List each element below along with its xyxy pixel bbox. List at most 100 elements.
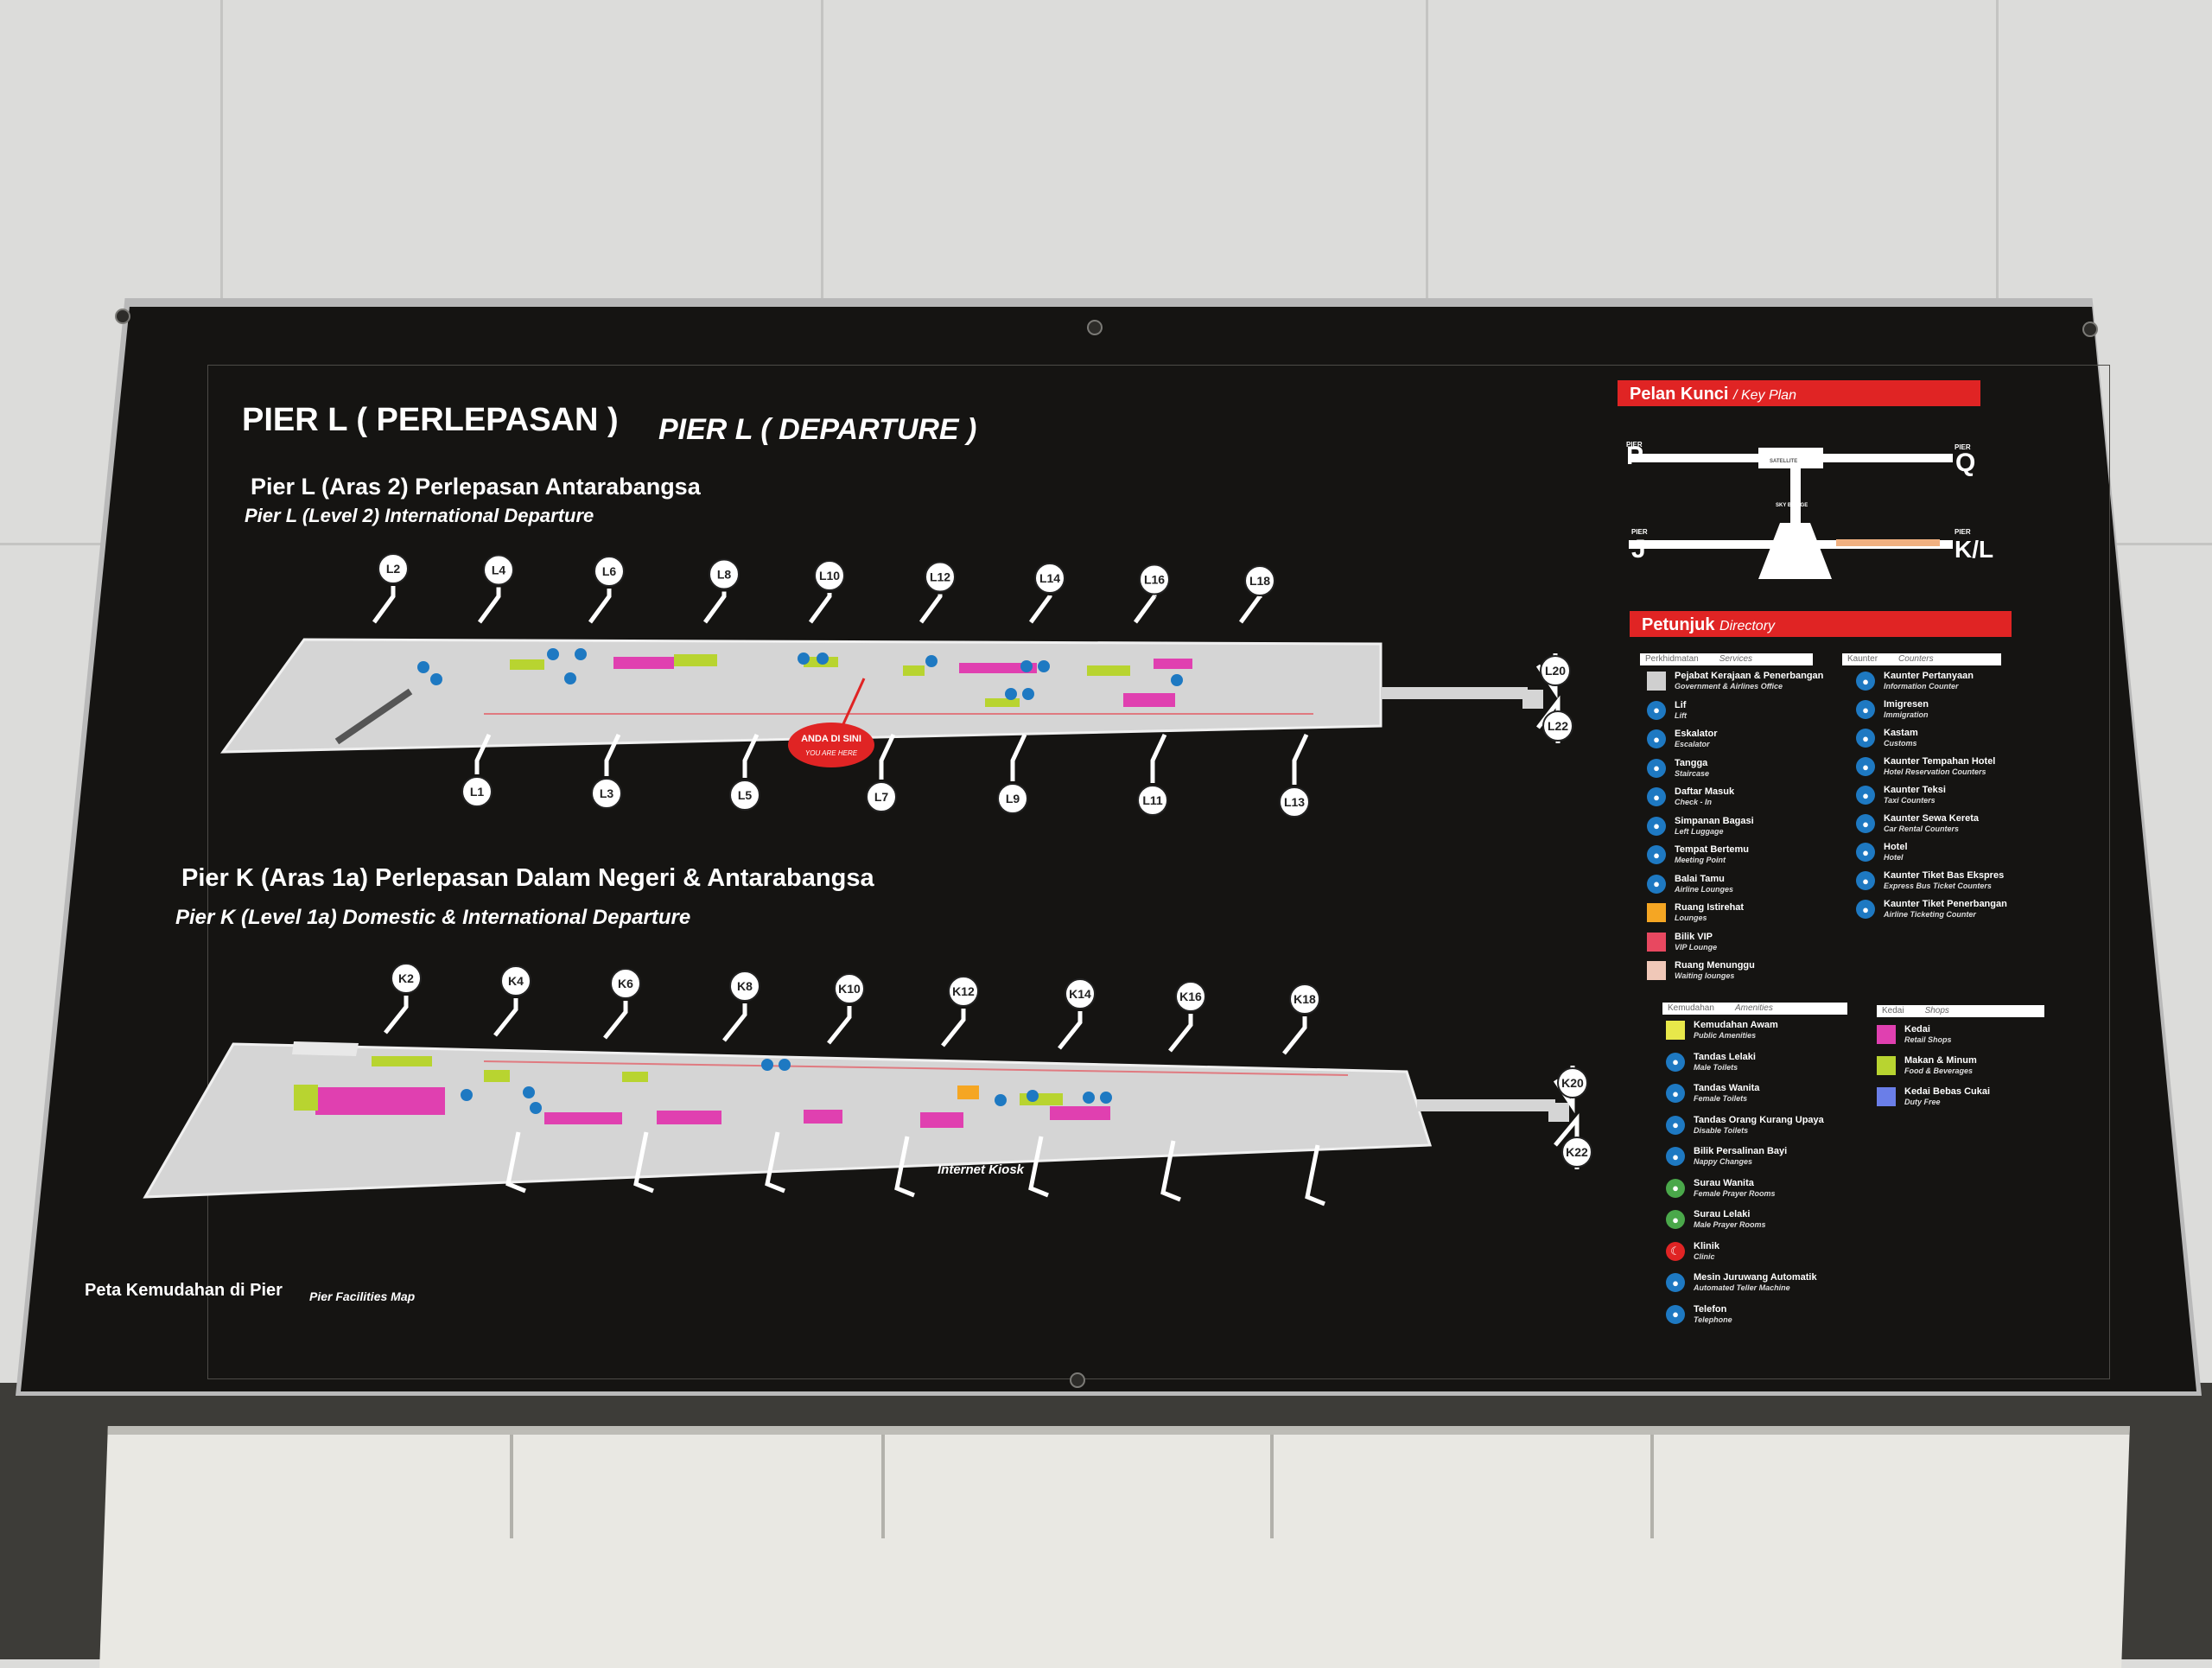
gate-0[interactable]: K2 — [384, 963, 422, 1035]
legend-label-my: Eskalator — [1675, 729, 1718, 739]
gate-5[interactable]: L12 — [918, 561, 956, 624]
legend-label-my: Tandas Wanita — [1694, 1083, 1760, 1093]
info-icon: ● — [1856, 672, 1875, 691]
facility-icon — [547, 648, 559, 660]
pier-l-title-my: Pier L (Aras 2) Perlepasan Antarabangsa — [251, 474, 701, 500]
gate-6[interactable]: K14 — [1058, 978, 1096, 1050]
gate-6[interactable]: L13 — [1279, 733, 1310, 818]
baby-change-icon: ● — [1666, 1147, 1685, 1166]
shop-unit — [920, 1112, 963, 1128]
female-toilet-icon: ● — [1666, 1084, 1685, 1103]
key-satellite: SATELLITE — [1770, 459, 1797, 464]
legend-label-en: Duty Free — [1904, 1098, 1941, 1106]
shop-unit — [959, 663, 1037, 673]
legend-label-my: Tempat Bertemu — [1675, 844, 1749, 855]
gate-8[interactable]: K18 — [1282, 984, 1320, 1055]
facility-icon — [430, 673, 442, 685]
gate-2[interactable]: K6 — [603, 968, 641, 1040]
gate-1[interactable]: L3 — [591, 733, 622, 809]
footer-my: Peta Kemudahan di Pier — [85, 1281, 283, 1300]
gate-5[interactable]: K12 — [941, 976, 979, 1047]
facility-icon — [461, 1089, 473, 1101]
gate-5[interactable]: L11 — [1137, 733, 1168, 816]
legend-label-en: Male Prayer Rooms — [1694, 1220, 1766, 1229]
gate-4[interactable]: K10 — [827, 973, 865, 1045]
clinic-icon: ☾ — [1666, 1241, 1685, 1261]
legend-label-my: Daftar Masuk — [1675, 786, 1735, 797]
shop-unit — [1020, 1093, 1063, 1105]
legend-label-my: Ruang Istirehat — [1675, 902, 1745, 913]
legend-label-en: Car Rental Counters — [1884, 824, 1960, 833]
gate-3[interactable]: L8 — [702, 558, 740, 624]
meeting-point-icon: ● — [1647, 845, 1666, 864]
hotel-reservation-icon: ● — [1856, 757, 1875, 776]
tray-divider — [881, 1435, 885, 1538]
pier-k-title-en: Pier K (Level 1a) Domestic & Internation… — [175, 906, 691, 929]
shop-unit — [544, 1112, 622, 1124]
pier-k-concourse — [143, 1041, 1569, 1199]
facility-icon — [1020, 660, 1033, 672]
gate-label: K6 — [618, 977, 633, 990]
gate-2[interactable]: L6 — [588, 556, 625, 624]
key-pier-label: PIER — [1626, 441, 1643, 449]
screw — [2082, 322, 2098, 337]
legend-label-en: Male Toilets — [1694, 1062, 1738, 1072]
facility-icon — [798, 653, 810, 665]
male-prayer-icon: ● — [1666, 1210, 1685, 1229]
facility-icon — [1027, 1090, 1039, 1102]
key-pier-label: PIER — [1955, 528, 1971, 536]
gate-7[interactable]: K16 — [1168, 981, 1206, 1053]
gate-4[interactable]: L9 — [997, 733, 1028, 814]
gate-1[interactable]: K22 — [1554, 1113, 1592, 1169]
map-panel — [21, 307, 2196, 1391]
gate-label: L18 — [1249, 574, 1270, 588]
gate-1[interactable]: L22 — [1536, 695, 1573, 743]
legend-label-en: Waiting lounges — [1675, 971, 1735, 980]
gate-label: K10 — [838, 982, 861, 996]
legend-label-en: VIP Lounge — [1675, 942, 1718, 952]
legend-label-my: Balai Tamu — [1675, 873, 1725, 884]
page-title-my: PIER L ( PERLEPASAN ) — [242, 402, 619, 438]
gate-0[interactable]: K20 — [1553, 1066, 1588, 1114]
gate-7[interactable]: L16 — [1133, 563, 1170, 624]
gate-label: K4 — [508, 974, 524, 988]
key-sky-bridge: SKY BRIDGE — [1776, 503, 1808, 508]
gate-0[interactable]: L2 — [372, 553, 409, 624]
legend-label-en: Left Luggage — [1675, 826, 1724, 836]
legend-label-my: Tandas Orang Kurang Upaya — [1694, 1114, 1824, 1125]
gate-1[interactable]: L4 — [477, 554, 514, 624]
gate-0[interactable]: L1 — [461, 733, 493, 807]
tray-divider — [1650, 1435, 1654, 1538]
gate-4[interactable]: L10 — [808, 560, 845, 624]
gate-3[interactable]: K8 — [722, 971, 760, 1042]
legend-label-my: Telefon — [1694, 1303, 1727, 1315]
gate-6[interactable]: L14 — [1028, 563, 1065, 624]
escalator-icon: ● — [1647, 729, 1666, 748]
office-swatch — [1647, 672, 1666, 691]
gate-stub — [1160, 1140, 1181, 1202]
gate-2[interactable]: L5 — [729, 733, 760, 811]
gate-1[interactable]: K4 — [493, 965, 531, 1037]
lift-icon: ● — [1647, 700, 1666, 720]
check-in-icon: ● — [1647, 787, 1666, 806]
hotel-icon: ● — [1856, 843, 1875, 862]
gate-label: L8 — [717, 568, 732, 582]
gate-8[interactable]: L18 — [1238, 565, 1275, 624]
shop-unit — [315, 1087, 445, 1115]
gate-label: K14 — [1069, 987, 1091, 1001]
key-plan: P Q J K/L PIER PIER PIER PIER SATELLITE … — [1626, 441, 1993, 579]
facility-icon — [530, 1102, 542, 1114]
legend-label-en: Clinic — [1694, 1251, 1715, 1261]
gate-3[interactable]: L7 — [866, 733, 897, 812]
legend-label-en: Airline Ticketing Counter — [1884, 910, 1976, 919]
red-swatch — [1647, 932, 1666, 952]
gate-0[interactable]: L20 — [1535, 653, 1571, 699]
